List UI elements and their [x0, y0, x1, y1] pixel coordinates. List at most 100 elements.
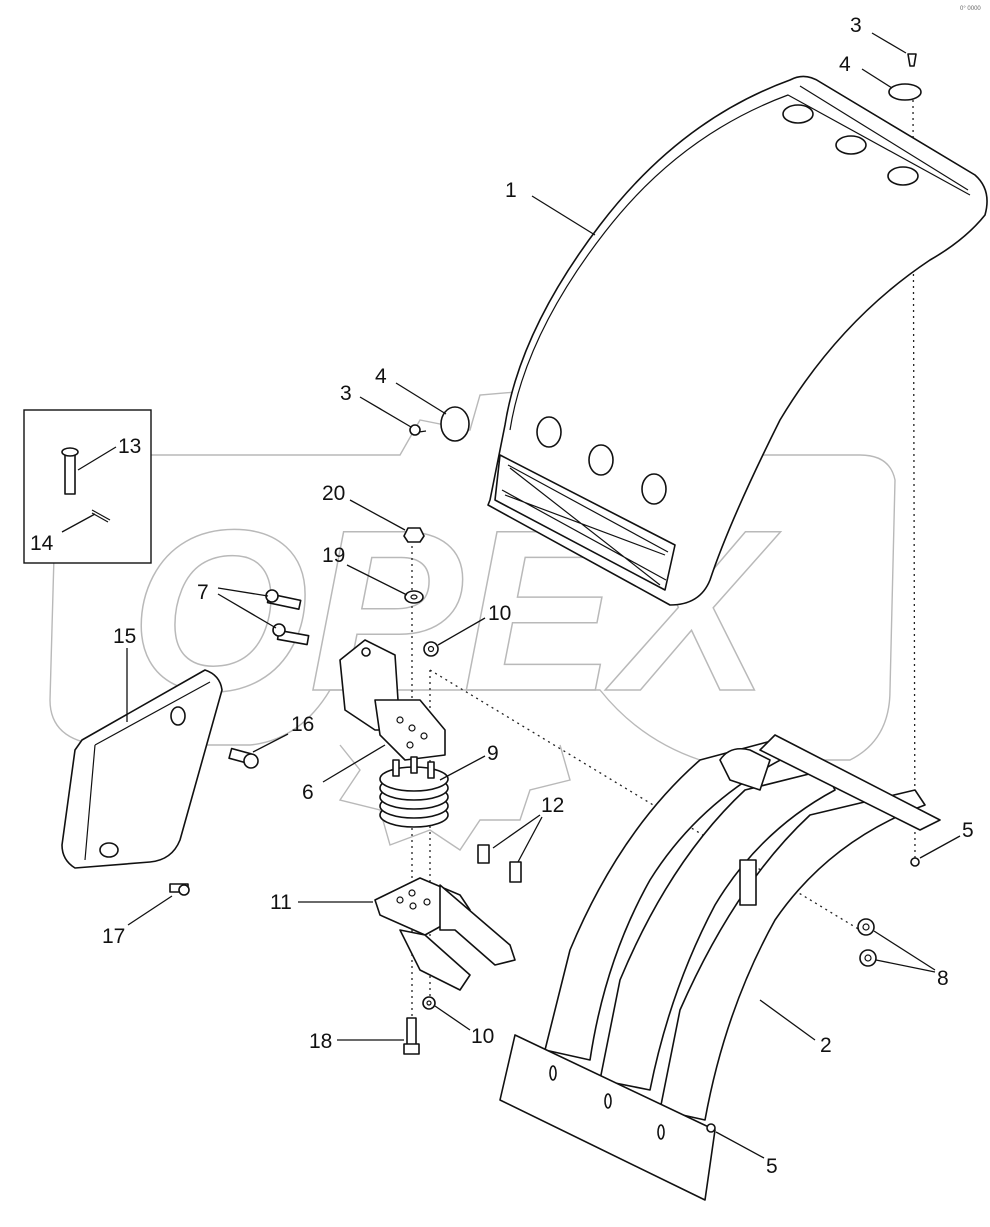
callout-8[interactable]: 8 [937, 967, 949, 990]
nut-icon [706, 1123, 716, 1133]
lower-bracket-hole [423, 898, 431, 906]
frame-tab [739, 859, 757, 906]
callout-10-upper[interactable]: 10 [488, 602, 511, 625]
callout-11[interactable]: 11 [270, 891, 292, 914]
callout-13[interactable]: 13 [118, 435, 141, 458]
part-15-side-panel[interactable] [61, 669, 223, 869]
part-1-fender-shell[interactable] [487, 75, 988, 606]
part-12-bolt-2[interactable] [509, 861, 522, 883]
leader-lines [61, 32, 961, 1159]
part-18-bolt[interactable] [403, 1017, 420, 1055]
callout-1[interactable]: 1 [505, 179, 517, 202]
lower-bracket-leg [399, 929, 471, 991]
fender-hole-front-2 [588, 444, 614, 476]
fender-hole-front-3 [641, 473, 667, 505]
part-3-screw-top[interactable] [907, 53, 917, 67]
part-17-bolt[interactable] [169, 883, 190, 896]
callout-18[interactable]: 18 [309, 1030, 332, 1053]
part-7-bolt-lower[interactable] [272, 623, 310, 646]
mud-flap-slot-2 [604, 1093, 612, 1109]
part-2-fender-bracket-frame[interactable] [499, 734, 941, 1201]
part-6-mounting-bracket[interactable] [339, 639, 446, 761]
part-5-nut-lower[interactable] [706, 1123, 716, 1133]
side-panel-hole [99, 842, 119, 858]
leader-4a [861, 68, 893, 89]
locknut-bore [426, 1000, 432, 1006]
part-10-locknut-lower[interactable] [422, 996, 436, 1010]
part-13-pin[interactable] [61, 447, 79, 495]
callout-17[interactable]: 17 [102, 925, 125, 948]
mud-flap-slot-1 [549, 1065, 557, 1081]
part-16-bolt[interactable] [228, 747, 259, 769]
leader-5b [715, 1131, 765, 1159]
callout-2[interactable]: 2 [820, 1034, 832, 1057]
watermark-gear-teeth [338, 744, 571, 851]
part-4-lamp-cap-left[interactable] [440, 406, 470, 442]
part-4-lamp-cap-top[interactable] [888, 83, 922, 101]
part-3-screw-left[interactable] [409, 424, 427, 436]
part-11-lower-bracket[interactable] [374, 877, 516, 991]
callout-4-left[interactable]: 4 [375, 365, 387, 388]
part-12-bolt-1[interactable] [477, 844, 490, 864]
inset-frame [23, 409, 152, 564]
callout-12[interactable]: 12 [541, 794, 564, 817]
locknut-icon [422, 996, 436, 1010]
leader-7-lower [217, 593, 277, 629]
fender-hole-front-1 [536, 416, 562, 448]
cotter-pin-icon [91, 509, 111, 521]
leader-12-b [517, 816, 543, 863]
bracket-hole [406, 741, 414, 749]
callout-3-left[interactable]: 3 [340, 382, 352, 405]
leader-8-lower [875, 959, 936, 973]
bracket-hole [396, 716, 404, 724]
leader-6 [322, 744, 386, 783]
cap-icon [440, 406, 470, 442]
pin-icon [64, 451, 76, 495]
pin-head [61, 447, 79, 457]
watermark-gear-outline [49, 389, 896, 761]
mount-stud [410, 756, 418, 774]
callout-15[interactable]: 15 [113, 625, 136, 648]
callout-7[interactable]: 7 [197, 581, 209, 604]
leader-20 [349, 499, 406, 531]
callout-6[interactable]: 6 [302, 781, 314, 804]
fender-reflector-slot [494, 454, 676, 591]
callout-4-top[interactable]: 4 [839, 53, 851, 76]
bolt-icon [477, 844, 490, 864]
bracket-hole [408, 724, 416, 732]
side-panel-edge [84, 681, 211, 861]
fender-shell-inner-edge [509, 94, 971, 431]
frame-rail-middle [599, 769, 836, 1091]
part-5-nut-upper[interactable] [910, 857, 920, 867]
part-19-washer[interactable] [404, 590, 424, 604]
part-9-rubber-mount[interactable] [379, 756, 449, 828]
part-8-flange-nut-2[interactable] [859, 949, 877, 967]
callout-10-lower[interactable]: 10 [471, 1025, 494, 1048]
side-panel-hole [170, 706, 186, 726]
part-7-bolt-upper[interactable] [265, 589, 302, 611]
screw-shank [418, 430, 427, 433]
callout-5-lower[interactable]: 5 [766, 1155, 778, 1178]
part-10-locknut-upper[interactable] [423, 641, 439, 657]
screw-icon [907, 53, 917, 67]
callout-9[interactable]: 9 [487, 742, 499, 765]
part-8-flange-nut-1[interactable] [857, 918, 875, 936]
bracket-hole [420, 732, 428, 740]
callouts: 1 2 3 3 4 4 5 5 6 7 8 9 10 10 11 12 13 1… [30, 14, 974, 1178]
corner-mark: 0° 0000 [960, 6, 981, 12]
part-20-nut[interactable] [403, 527, 425, 543]
lower-bracket-hole [396, 896, 404, 904]
nut-icon [403, 527, 425, 543]
callout-19[interactable]: 19 [322, 544, 345, 567]
bolt-head [178, 884, 190, 896]
callout-14[interactable]: 14 [30, 532, 54, 555]
bracket-hole [361, 647, 371, 657]
callout-20[interactable]: 20 [322, 482, 345, 505]
callout-16[interactable]: 16 [291, 713, 314, 736]
lower-bracket-hole [408, 889, 416, 897]
leader-10b [434, 1005, 471, 1031]
washer-bore [410, 594, 418, 600]
callout-3-top[interactable]: 3 [850, 14, 862, 37]
leader-1 [531, 195, 596, 236]
callout-5-upper[interactable]: 5 [962, 819, 974, 842]
